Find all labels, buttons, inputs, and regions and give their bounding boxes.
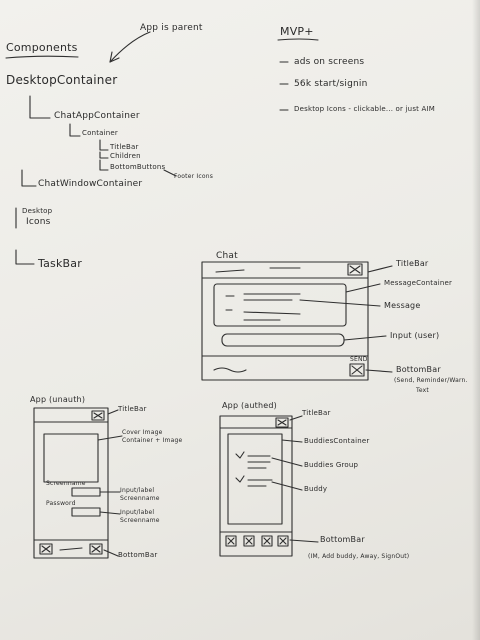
authed-buddies-container-label: BuddiesContainer [304,437,370,445]
chat-window-frame [201,261,369,381]
desktop-container-label: DesktopContainer [6,73,118,87]
chat-message-label: Message [384,301,421,310]
authed-window-frame [219,415,293,557]
chat-send-label: SEND [350,356,368,363]
mvp-underline [277,38,319,41]
unauth-sketch-title: App (unauth) [30,395,86,404]
unauth-cover-image-label-1: Cover Image [122,429,163,436]
mvp-item-1: ads on screens [294,57,365,67]
tree-line-container [69,123,81,137]
titlebar-label: TitleBar [110,143,139,151]
app-is-parent-arrow [109,31,151,63]
unauth-input-label-1: Input/label [120,487,155,494]
authed-sketch-title: App (authed) [222,401,277,410]
chat-bottombar-label: BottomBar [396,365,441,374]
unauth-bottombar-label: BottomBar [118,551,158,559]
unauth-screenname-label: Screenname [46,480,86,487]
components-underline [5,55,79,59]
chat-send-box [349,363,365,377]
authed-titlebar-label: TitleBar [302,409,331,417]
chat-bottombar-note-2: Text [416,387,429,394]
unauth-input-label-2b: Screenname [120,517,160,524]
chat-message-container-label: MessageContainer [384,279,453,287]
taskbar-label: TaskBar [38,257,82,270]
unauth-password-input [71,507,101,517]
app-is-parent-note: App is parent [140,23,203,33]
authed-buddy-label: Buddy [304,485,328,493]
chat-bottombar-note-1: (Send, Reminder/Warn. [394,377,468,384]
unauth-password-label: Password [46,500,76,507]
chat-input-box [221,333,345,347]
chat-titlebar-label: TitleBar [396,259,429,268]
authed-close-box [275,417,289,428]
unauth-input-label-1b: Screenname [120,495,160,502]
buddy-check-2 [235,475,245,483]
chat-message-container [213,283,347,327]
footer-icons-label: Footer Icons [174,173,214,180]
authed-bottombar-note: (IM, Add buddy, Away, SignOut) [308,553,410,560]
authed-bottombar-label: BottomBar [320,535,365,544]
unauth-window-frame [33,407,109,559]
tree-line-chatwindow [21,169,37,187]
components-heading: Components [6,41,78,54]
container-label: Container [82,129,119,137]
mvp-heading: MVP+ [280,25,314,38]
tree-line-children [99,151,109,159]
chat-sketch-title: Chat [216,251,238,261]
chat-input-label: Input (user) [390,331,440,340]
authed-buddies-container [227,433,283,525]
paper-edge-shadow [472,0,480,640]
chat-window-container-label: ChatWindowContainer [38,179,143,189]
unauth-input-label-2: Input/label [120,509,155,516]
tree-line-titlebar [99,139,109,151]
buddy-check-1 [235,451,245,459]
chat-app-container-label: ChatAppContainer [54,111,140,121]
desktop-icons-label-2: Icons [26,217,51,227]
mvp-item-3: Desktop Icons - clickable... or just AIM [294,105,436,113]
children-label: Children [110,152,141,160]
tree-line-bottombuttons [99,159,109,171]
desktop-icons-label-1: Desktop [22,207,53,215]
unauth-close-box [91,410,105,421]
tree-line-chatapp [29,95,51,119]
chat-title-scribble [215,269,245,273]
tree-line-taskbar [15,249,35,265]
footer-icons-pointer [163,169,177,177]
chat-bottom-scribble [213,367,247,373]
mvp-item-2: 56k start/signin [294,79,368,89]
unauth-titlebar-label: TitleBar [118,405,147,413]
unauth-screenname-input [71,487,101,497]
authed-buddies-group-label: Buddies Group [304,461,359,469]
bottom-buttons-label: BottomButtons [110,163,166,171]
unauth-cover-image-label-2: Container + Image [122,437,183,444]
unauth-cover-image [43,433,99,483]
chat-close-box [347,263,363,276]
